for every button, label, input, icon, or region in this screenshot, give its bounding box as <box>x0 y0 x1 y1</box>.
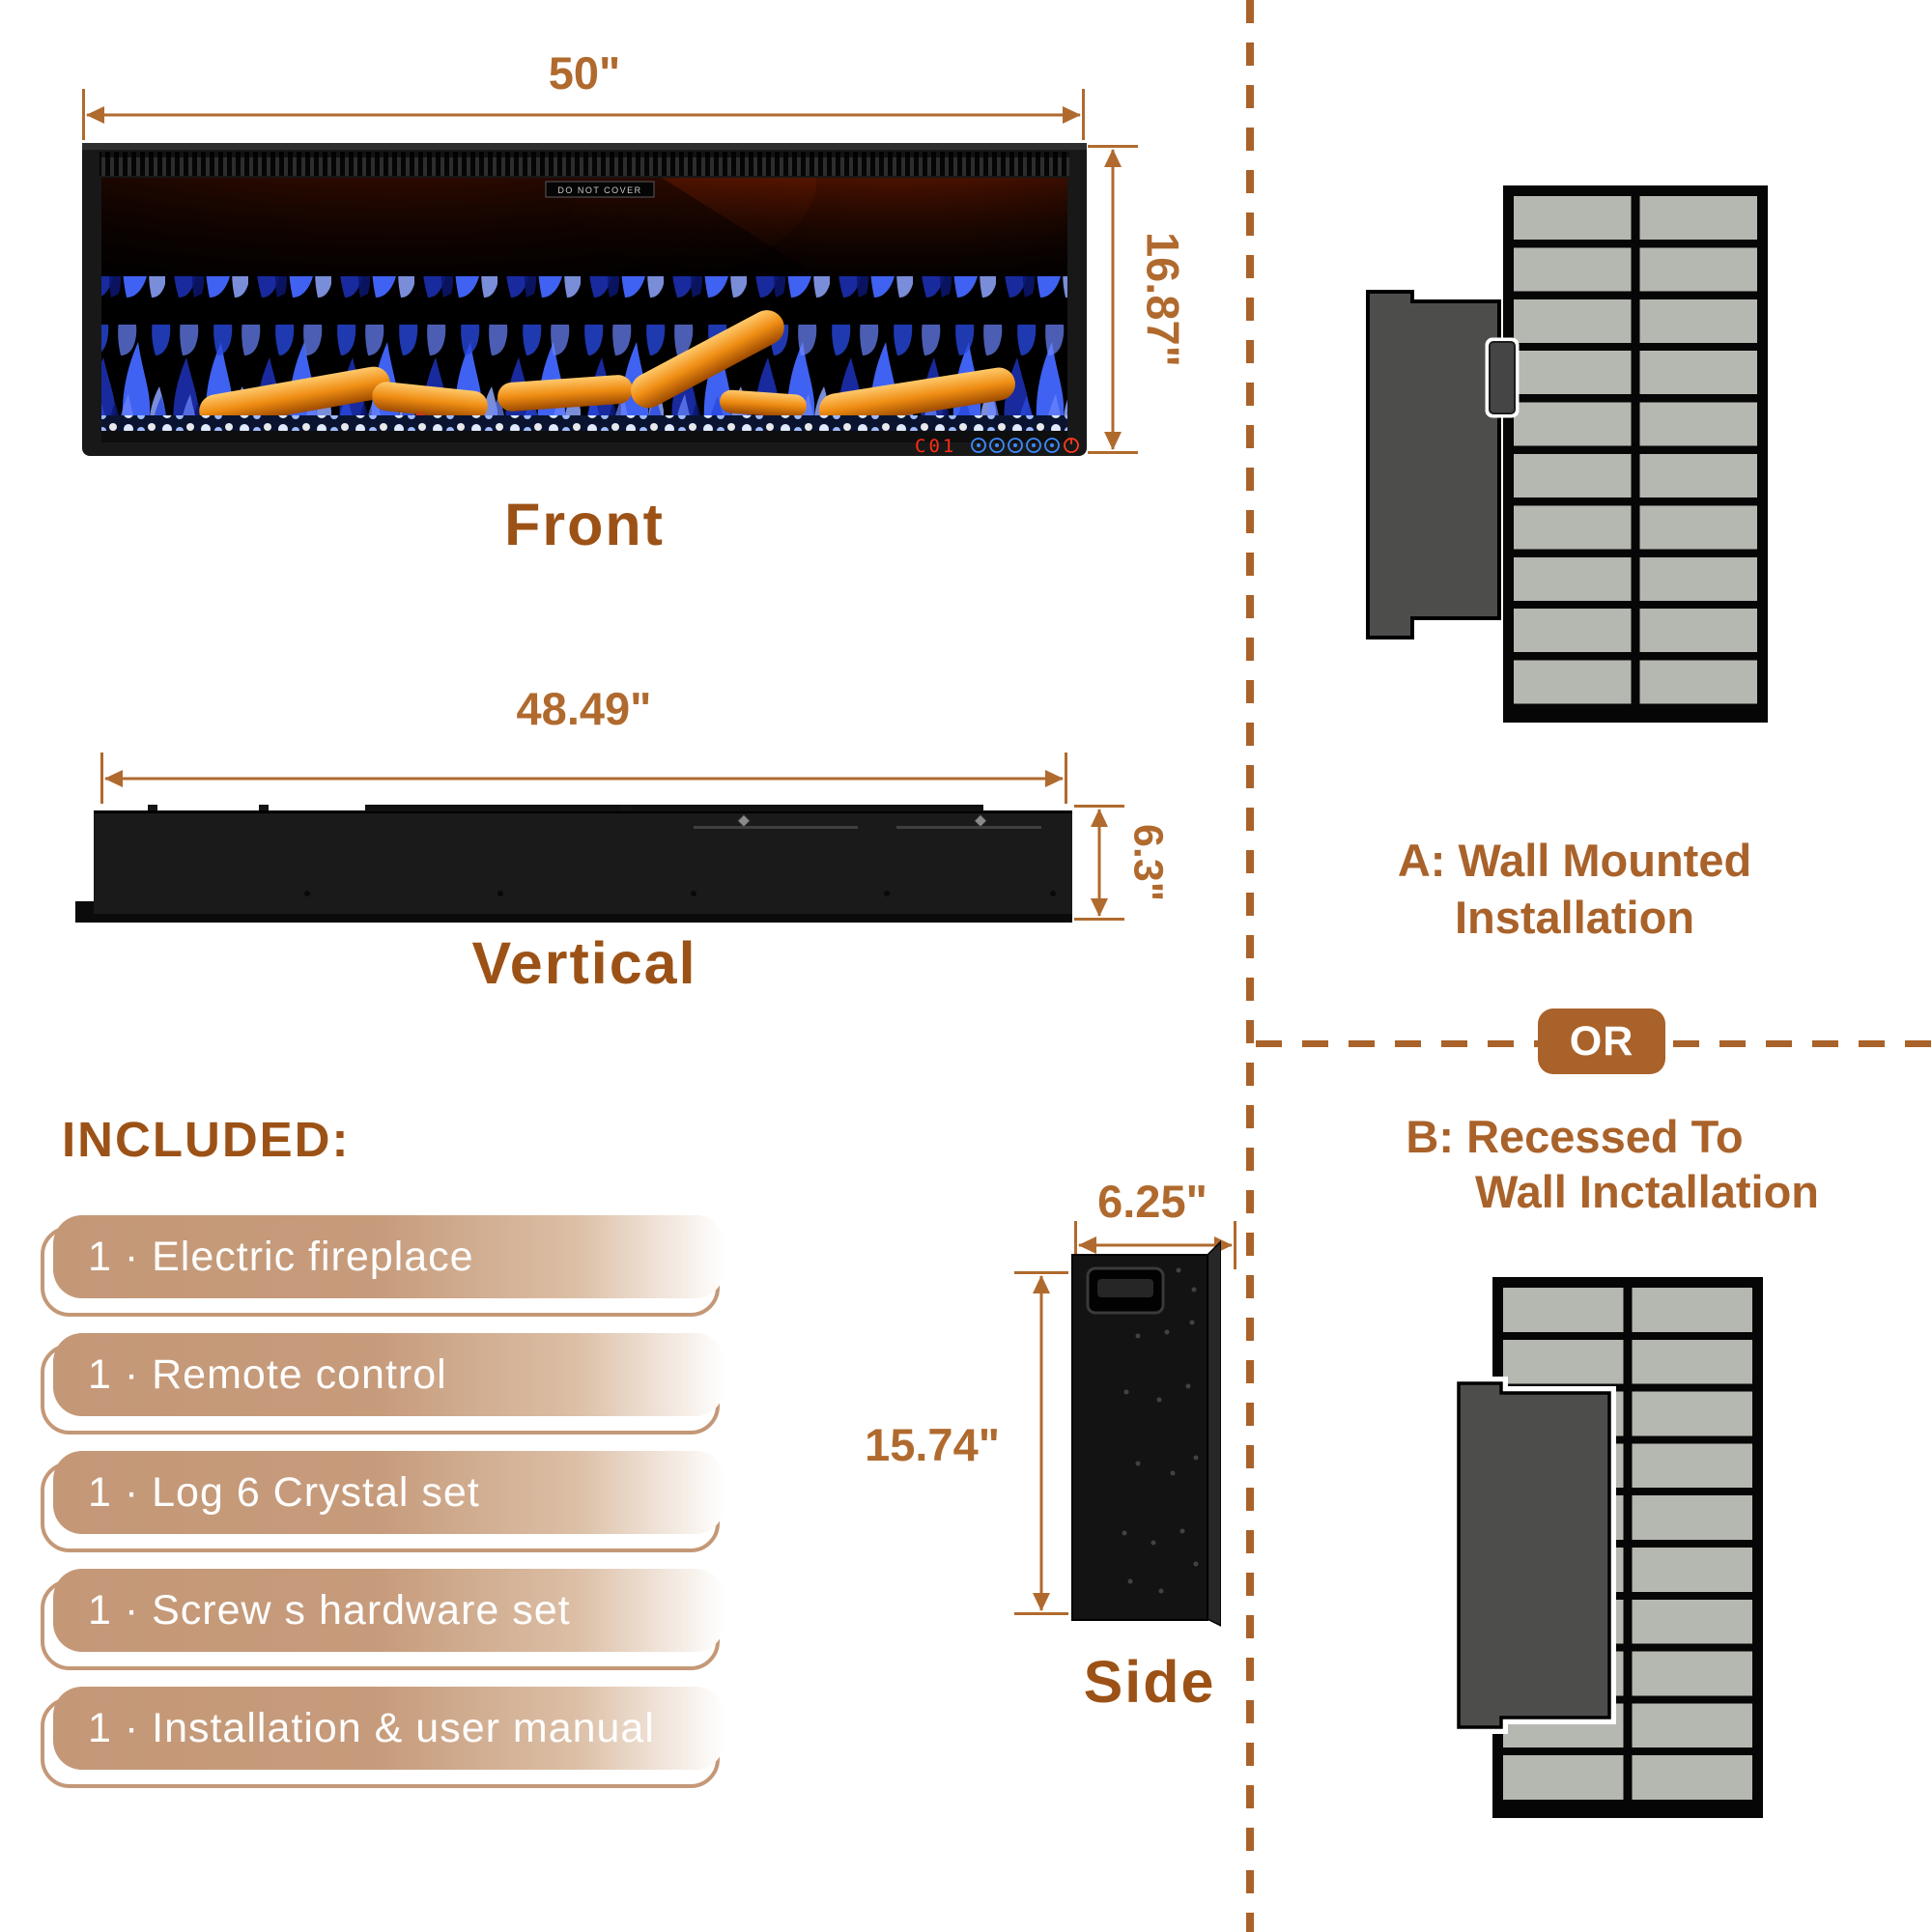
dimension-tick <box>1088 451 1138 454</box>
control-panel: C01 <box>915 436 1079 456</box>
included-item-remote-control: 1 · Remote control <box>41 1333 724 1435</box>
dimension-line <box>1111 150 1115 449</box>
fire-display <box>101 178 1067 431</box>
arrow-left-icon <box>86 105 104 124</box>
fireplace-side-view <box>1071 1239 1221 1627</box>
screw-dots <box>304 891 1056 896</box>
vertical-height-dimension-label: 6.3" <box>1124 823 1172 902</box>
brick-mortar-line <box>1631 196 1640 712</box>
timer-icon <box>971 438 986 453</box>
pill-label: 1 · Electric fireplace <box>53 1215 724 1298</box>
installation-a-line2: Installation <box>1454 891 1695 943</box>
handle-slot <box>1086 1266 1165 1315</box>
dimension-tick <box>100 753 103 804</box>
installation-a-label: A: Wall Mounted Installation <box>1333 833 1816 947</box>
dimension-tick <box>1234 1221 1236 1269</box>
dimension-tick <box>1074 1221 1077 1269</box>
led-display: C01 <box>915 436 956 456</box>
front-width-dimension-label: 50" <box>548 47 621 99</box>
unit-silhouette-halo <box>1453 1377 1616 1734</box>
included-item-log-crystal-set: 1 · Log 6 Crystal set <box>41 1451 724 1552</box>
arrow-up-icon <box>1104 149 1122 167</box>
dimension-line <box>1097 810 1101 916</box>
log-set <box>199 310 1015 428</box>
bottom-flange-left <box>75 901 94 917</box>
arrow-down-icon <box>1091 898 1108 917</box>
side-panel-body <box>1071 1254 1208 1621</box>
crystal-bed <box>101 415 1067 431</box>
bottom-flange <box>75 914 1072 923</box>
flame-mode-icon <box>989 438 1005 453</box>
mounting-bracket-screws <box>694 813 1041 829</box>
fireplace-front-view: DO NOT COVER C01 <box>82 143 1087 456</box>
wall-mounted-unit <box>1366 290 1520 639</box>
installation-b-line1: B: Recessed To <box>1406 1111 1744 1162</box>
fireplace-top-view <box>75 805 1072 923</box>
color-mode-icon <box>1008 438 1023 453</box>
front-height-dimension-line <box>1088 145 1138 454</box>
included-item-manual: 1 · Installation & user manual <box>41 1687 724 1788</box>
dimension-tick <box>1088 145 1138 148</box>
front-height-dimension-label: 16.87" <box>1137 232 1189 367</box>
dimension-line <box>1079 1243 1232 1247</box>
side-height-dimension-line <box>1014 1271 1068 1615</box>
unit-outline <box>1457 1381 1611 1729</box>
brick-wall-a <box>1503 185 1768 723</box>
included-item-electric-fireplace: 1 · Electric fireplace <box>41 1215 724 1317</box>
do-not-cover-label: DO NOT COVER <box>557 185 641 195</box>
recessed-unit <box>1453 1377 1616 1734</box>
vertical-view-title: Vertical <box>471 930 697 996</box>
arrow-right-icon <box>1045 769 1064 787</box>
arrow-left-icon <box>104 769 123 787</box>
dimension-tick <box>1014 1271 1068 1274</box>
dimension-tick <box>82 89 85 140</box>
warning-tag: DO NOT COVER <box>545 181 655 198</box>
front-width-dimension-line <box>82 89 1085 140</box>
dimension-tick <box>1074 805 1124 808</box>
side-height-dimension-label: 15.74" <box>865 1419 1000 1470</box>
front-view-title: Front <box>504 492 665 557</box>
vertical-dashed-divider <box>1246 0 1254 1932</box>
fan-icon <box>1044 438 1060 453</box>
unit-silhouette <box>1366 290 1501 639</box>
pill-label: 1 · Remote control <box>53 1333 724 1416</box>
pill-label: 1 · Log 6 Crystal set <box>53 1451 724 1534</box>
vertical-width-dimension-line <box>100 753 1067 804</box>
included-item-screw-hardware-set: 1 · Screw s hardware set <box>41 1569 724 1670</box>
arrow-left-icon <box>1078 1236 1096 1254</box>
side-view-title: Side <box>1083 1649 1216 1715</box>
pill-label: 1 · Installation & user manual <box>53 1687 724 1770</box>
arrow-up-icon <box>1091 809 1108 827</box>
or-badge: OR <box>1538 1009 1665 1074</box>
brick-mortar-line <box>1623 1288 1633 1807</box>
dimension-tick <box>1065 753 1067 804</box>
side-width-dimension-label: 6.25" <box>1097 1176 1208 1227</box>
dimension-tick <box>1014 1612 1068 1615</box>
dimension-line <box>1039 1276 1043 1610</box>
dimension-line <box>105 777 1063 780</box>
arrow-right-icon <box>1063 105 1081 124</box>
vertical-width-dimension-label: 48.49" <box>516 683 652 734</box>
vent-grille-icon <box>99 152 1069 176</box>
dimension-tick <box>1074 918 1124 921</box>
arrow-down-icon <box>1104 432 1122 450</box>
screw-dots <box>1122 1267 1199 1594</box>
pill-label: 1 · Screw s hardware set <box>53 1569 724 1652</box>
dimension-tick <box>1082 89 1085 140</box>
arrow-up-icon <box>1033 1275 1050 1293</box>
vertical-height-dimension-line <box>1074 805 1124 921</box>
heat-icon <box>1026 438 1041 453</box>
dimension-line <box>87 113 1080 116</box>
power-icon <box>1064 438 1079 453</box>
included-heading: INCLUDED: <box>62 1112 351 1167</box>
mounting-bracket-icon <box>1485 337 1520 418</box>
installation-b-line2: Wall Inctallation <box>1474 1166 1819 1217</box>
installation-a-line1: A: Wall Mounted <box>1397 835 1752 886</box>
arrow-down-icon <box>1033 1593 1050 1611</box>
